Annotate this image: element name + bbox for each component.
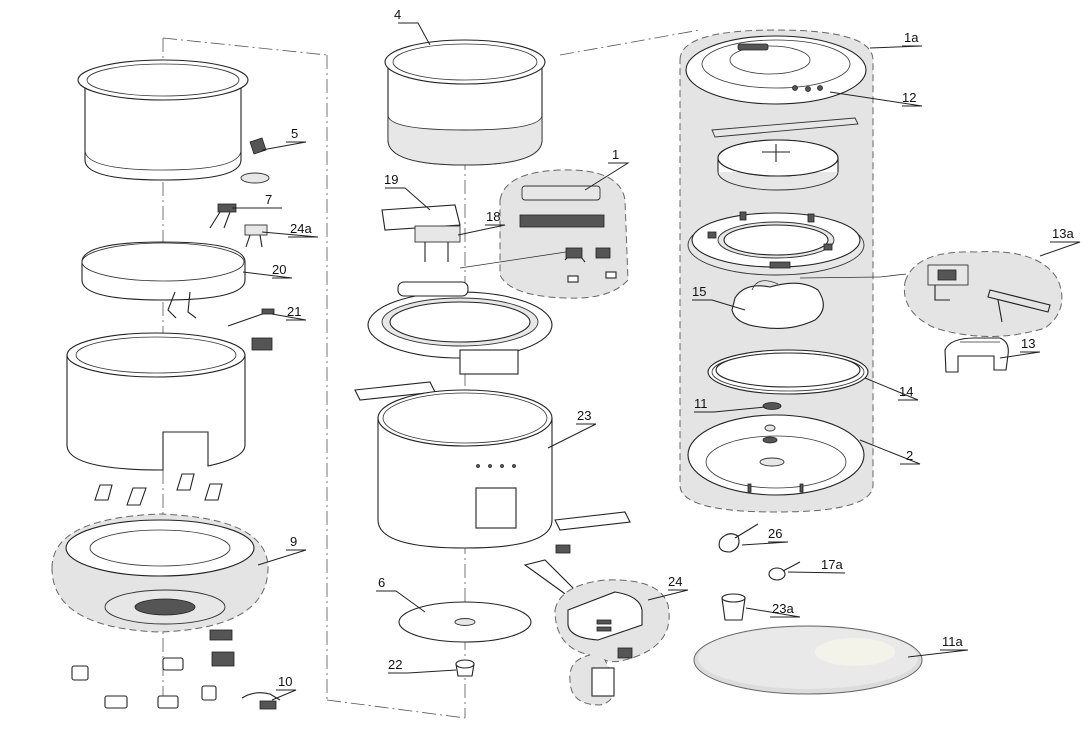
part-mounting-brackets [94, 473, 223, 506]
part-terminal-block [244, 224, 268, 248]
callout-7: 7 [265, 192, 272, 207]
part-outer-lid [685, 35, 867, 105]
part-base-plate [398, 601, 532, 643]
part-spoon [768, 561, 801, 581]
part-main-cylinder [377, 389, 553, 549]
part-lid-handle [944, 337, 1009, 373]
callout-11a: 11a [942, 634, 963, 649]
callout-19: 19 [384, 172, 398, 187]
callout-17a: 17a [821, 557, 843, 572]
detail-bubble-1 [499, 169, 629, 299]
part-feet [71, 657, 217, 709]
part-heating-band [81, 241, 246, 319]
callout-5: 5 [291, 126, 298, 141]
callout-10: 10 [278, 674, 292, 689]
callout-12: 12 [902, 90, 916, 105]
part-inner-pot [384, 39, 546, 166]
part-outer-body [66, 332, 246, 471]
callout-leaders [232, 22, 1081, 701]
callout-20: 20 [272, 262, 286, 277]
part-inner-lid-plate [687, 414, 865, 496]
part-sensor-probe [227, 308, 275, 327]
part-wire-connectors [209, 203, 237, 229]
callout-23a: 23a [772, 601, 794, 616]
part-bracket-19 [381, 204, 461, 231]
callout-6: 6 [378, 575, 385, 590]
part-valve-cap [762, 402, 782, 410]
part-steam-tray [693, 625, 923, 695]
callout-2: 2 [906, 448, 913, 463]
part-seal-ring [707, 349, 869, 395]
part-thermostat-clip [249, 137, 267, 155]
part-control-unit [554, 579, 670, 706]
part-ladle [718, 523, 759, 553]
part-center-foot [455, 659, 475, 677]
callout-26: 26 [768, 526, 782, 541]
part-small-switch [555, 544, 571, 554]
callout-11: 11 [694, 396, 708, 411]
detail-bubble-13a [799, 251, 1063, 337]
part-lid-frame [687, 211, 865, 276]
callout-9: 9 [290, 534, 297, 549]
part-power-cord [241, 692, 281, 710]
callout-13: 13 [1021, 336, 1035, 351]
callout-23: 23 [577, 408, 591, 423]
part-lid-insulation-disc [717, 139, 839, 191]
part-measuring-cup [721, 593, 746, 621]
callout-24: 24 [668, 574, 682, 589]
part-lid-strip [711, 117, 859, 138]
part-side-clip-right [554, 511, 631, 531]
callout-15: 15 [692, 284, 706, 299]
part-heating-housing-top [77, 59, 249, 181]
callout-4: 4 [394, 7, 401, 22]
callout-22: 22 [388, 657, 402, 672]
part-top-ring [367, 281, 553, 375]
callout-13a: 13a [1052, 226, 1074, 241]
callout-18: 18 [486, 209, 500, 224]
callout-1: 1 [612, 147, 619, 162]
callout-14: 14 [899, 384, 913, 399]
part-base-connector [211, 651, 235, 667]
part-bracket-18 [414, 225, 461, 262]
part-connector-plug [251, 337, 273, 351]
callout-24a: 24a [290, 221, 312, 236]
part-sensor-disc [240, 172, 270, 184]
part-lid-gasket [731, 282, 824, 329]
callout-1a: 1a [904, 30, 919, 45]
part-switch-arm [523, 559, 576, 597]
callout-21: 21 [287, 304, 301, 319]
part-base-assembly [51, 513, 269, 641]
lid-assembly-group [679, 29, 874, 513]
callout-labels: 4 1a 12 5 1 19 18 7 24a 13a 20 15 21 13 … [265, 7, 1074, 689]
